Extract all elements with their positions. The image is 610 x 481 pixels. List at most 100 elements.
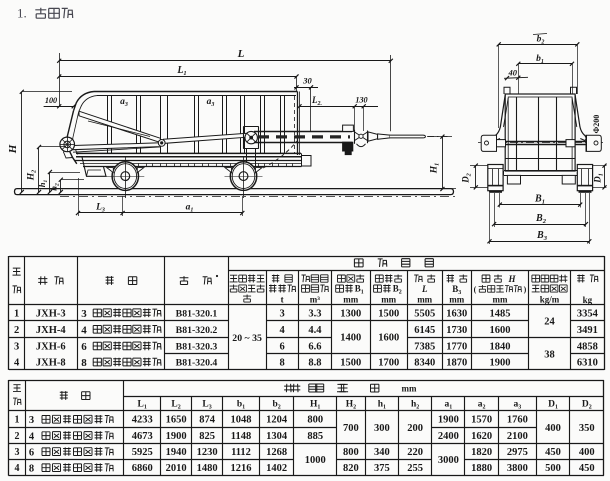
svg-text:1650: 1650 [166,415,187,426]
svg-text:b1: b1 [536,54,544,65]
svg-text:400: 400 [579,447,595,458]
svg-text:B3: B3 [536,230,548,242]
svg-text:L1: L1 [138,400,147,411]
svg-text:4: 4 [29,431,35,442]
svg-text:350: 350 [579,423,595,434]
svg-text:h1: h1 [378,400,386,411]
svg-text:1700: 1700 [378,358,399,369]
svg-text:1: 1 [15,415,20,426]
svg-text:b2: b2 [537,35,545,46]
svg-text:400: 400 [545,423,561,434]
svg-text:1620: 1620 [471,431,492,442]
svg-text:Φ200: Φ200 [592,115,601,134]
svg-text:1300: 1300 [340,308,361,319]
svg-text:1600: 1600 [490,325,511,336]
svg-text:4: 4 [279,325,285,336]
svg-text:100: 100 [45,96,57,105]
svg-text:4: 4 [14,358,20,369]
svg-text:3354: 3354 [577,308,599,319]
svg-text:3: 3 [14,342,19,353]
svg-text:874: 874 [199,415,216,426]
svg-text:1148: 1148 [231,431,251,442]
svg-text:1000: 1000 [305,455,326,466]
svg-text:D1: D1 [548,400,558,411]
svg-text:6145: 6145 [414,325,435,336]
svg-text:1900: 1900 [166,431,187,442]
svg-text:mm: mm [343,295,358,305]
svg-text:1770: 1770 [446,342,467,353]
svg-text:L: L [421,284,428,294]
svg-text:L3: L3 [202,400,211,411]
svg-text:4673: 4673 [132,431,153,442]
svg-text:40: 40 [508,68,518,78]
svg-text:500: 500 [545,463,561,474]
svg-text:8: 8 [279,358,284,369]
svg-text:4233: 4233 [132,415,153,426]
svg-text:1820: 1820 [471,447,492,458]
svg-text:1760: 1760 [507,415,528,426]
svg-text:130: 130 [355,96,367,105]
svg-text:mm: mm [381,295,396,305]
svg-text:L1: L1 [176,65,186,77]
svg-text:3: 3 [81,308,87,320]
svg-text:L: L [237,48,245,60]
svg-text:B3: B3 [452,284,461,296]
svg-text:1048: 1048 [231,415,252,426]
svg-text:8: 8 [81,357,87,369]
svg-text:H2: H2 [346,400,356,411]
svg-text:700: 700 [343,423,359,434]
svg-text:b2: b2 [272,400,280,411]
svg-text:B81-320.4: B81-320.4 [176,358,218,369]
svg-text:(: ( [474,285,477,294]
svg-text:B81-320.2: B81-320.2 [176,325,218,336]
svg-text:450: 450 [579,463,595,474]
svg-text:m³: m³ [310,295,320,305]
svg-text:a2: a2 [478,400,486,411]
svg-text:255: 255 [407,463,423,474]
svg-text:5925: 5925 [132,447,153,458]
svg-text:L2: L2 [171,400,180,411]
svg-text:JXH-8: JXH-8 [36,358,66,369]
svg-text:B1: B1 [355,284,364,296]
svg-text:825: 825 [199,431,215,442]
svg-text:h2: h2 [49,183,61,191]
svg-text:1730: 1730 [446,325,467,336]
svg-text:H: H [507,274,516,284]
svg-text:1.: 1. [17,6,27,21]
svg-text:H1: H1 [430,163,441,174]
svg-text:1880: 1880 [471,463,492,474]
svg-text:4858: 4858 [577,342,598,353]
svg-text:1230: 1230 [197,447,218,458]
svg-text:4: 4 [81,324,87,336]
svg-text:800: 800 [343,447,359,458]
svg-text:2400: 2400 [438,431,459,442]
svg-text:1870: 1870 [446,358,467,369]
svg-text:JXH-4: JXH-4 [36,325,66,336]
svg-text:1112: 1112 [231,447,251,458]
svg-text:1840: 1840 [490,342,511,353]
svg-text:a3: a3 [120,97,128,108]
svg-text:1900: 1900 [438,415,459,426]
svg-text:1204: 1204 [266,415,288,426]
svg-text:h2: h2 [411,400,419,411]
svg-text:450: 450 [545,447,561,458]
svg-text:B1: B1 [534,193,545,205]
svg-text:b1: b1 [237,400,245,411]
svg-text:2100: 2100 [507,431,528,442]
svg-text:JXH-6: JXH-6 [36,342,66,353]
svg-text:a1: a1 [186,203,194,214]
svg-text:): ) [524,285,527,294]
svg-text:D2: D2 [461,173,473,184]
svg-text:20 ~ 35: 20 ~ 35 [232,333,262,344]
svg-text:B81-320.3: B81-320.3 [176,342,218,353]
svg-text:a3: a3 [207,97,215,108]
svg-text:3: 3 [279,308,284,319]
svg-text:1940: 1940 [166,447,187,458]
svg-text:mm: mm [402,384,417,394]
svg-text:JXH-3: JXH-3 [36,308,66,319]
svg-text:1600: 1600 [378,333,399,344]
svg-text:1570: 1570 [471,415,492,426]
svg-text:L3: L3 [95,203,105,214]
svg-text:7385: 7385 [414,342,435,353]
svg-text:1480: 1480 [197,463,218,474]
